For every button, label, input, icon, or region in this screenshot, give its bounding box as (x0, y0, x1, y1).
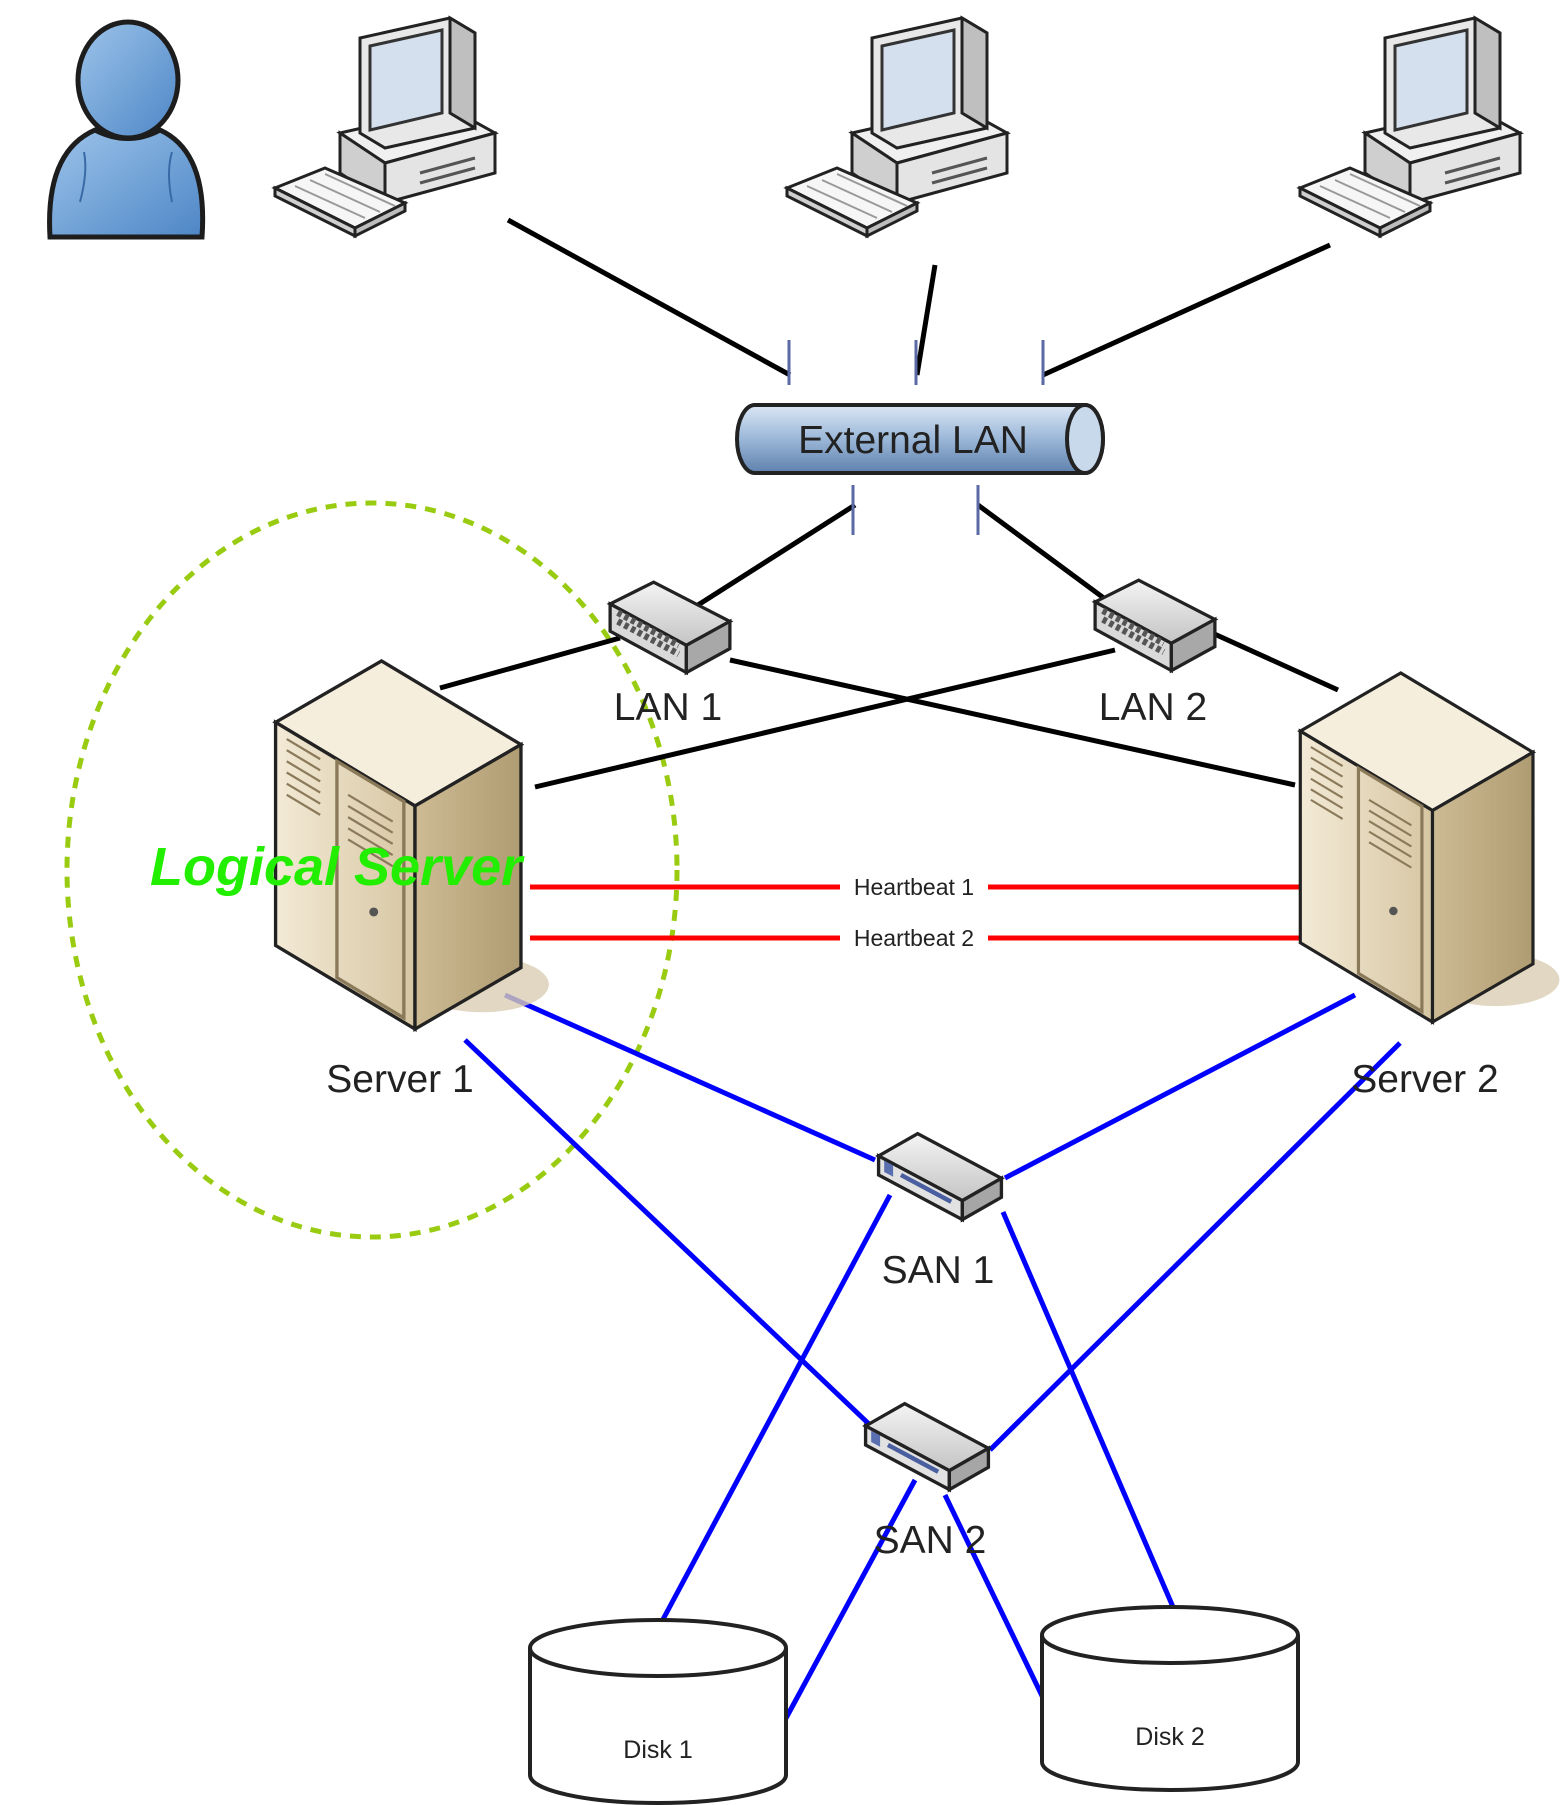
server2-label: Server 2 (1351, 1058, 1498, 1101)
lan-link (914, 264, 938, 376)
logical-server-boundary (64, 500, 680, 1240)
lan-link (506, 217, 792, 378)
workstation-icon (1298, 16, 1522, 238)
lan-links (439, 217, 1340, 790)
disk2-icon (1040, 1605, 1300, 1792)
lan-link (1208, 629, 1340, 693)
lan-link (976, 502, 1122, 613)
disk1-label: Disk 1 (623, 1736, 692, 1764)
heartbeat-links (530, 884, 1305, 941)
heartbeat2-label: Heartbeat 2 (854, 925, 974, 951)
san-link (942, 1493, 1048, 1704)
lan-link (696, 502, 857, 608)
lan-link (534, 647, 1116, 790)
disk1-icon (528, 1618, 788, 1805)
logical-server-label: Logical Server (150, 837, 525, 897)
san-link (782, 1478, 918, 1722)
lan2-label: LAN 2 (1099, 686, 1207, 729)
lan-link (729, 657, 1296, 788)
server2-icon (1298, 671, 1562, 1024)
external-lan-bus: External LAN (735, 403, 1105, 475)
external-lan-label: External LAN (798, 419, 1028, 462)
lan-link (439, 635, 621, 691)
user-icon (50, 22, 203, 237)
san-links (463, 992, 1402, 1722)
san2-label: SAN 2 (874, 1519, 987, 1562)
san2-switch-icon (866, 1404, 989, 1490)
lan1-label: LAN 1 (614, 686, 722, 729)
disk2-label: Disk 2 (1135, 1723, 1204, 1751)
lan-link (1041, 242, 1332, 378)
san-link (657, 1193, 893, 1627)
server1-label: Server 1 (326, 1058, 473, 1101)
san-link (1000, 1211, 1176, 1608)
workstation-icon (273, 16, 497, 238)
san1-switch-icon (879, 1134, 1002, 1220)
san-link (988, 1041, 1402, 1452)
san-link (1003, 992, 1357, 1181)
lan2-switch-icon (1095, 580, 1215, 670)
workstation-icon (785, 16, 1009, 238)
san1-label: SAN 1 (882, 1249, 995, 1292)
san-link (503, 992, 877, 1163)
heartbeat1-label: Heartbeat 1 (854, 874, 974, 900)
san-link (463, 1038, 872, 1427)
lan-taps (787, 340, 1045, 535)
